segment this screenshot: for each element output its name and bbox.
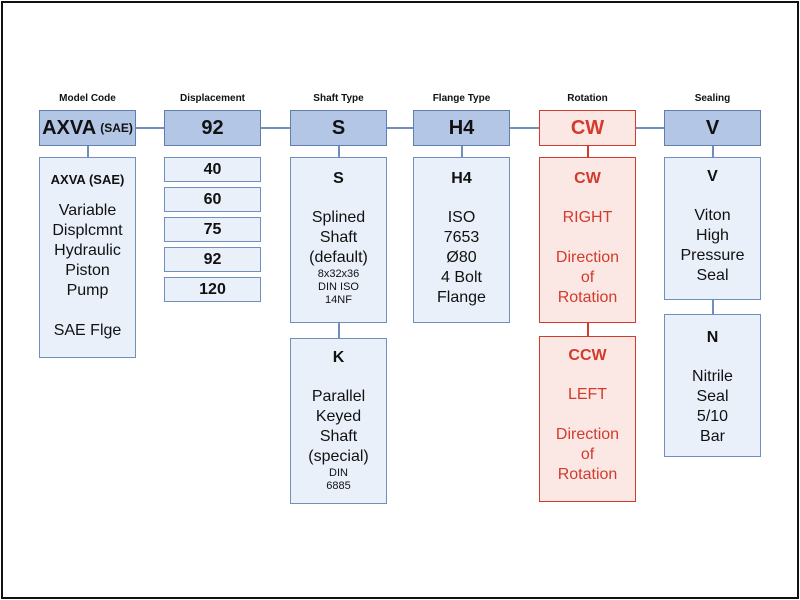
rotation-option-line: Direction [555,249,620,266]
flange-option-h4: H4 ISO 7653 Ø80 4 Bolt Flange [413,157,510,323]
sealing-option-line: Pressure [680,247,745,264]
rotation-option-cw: CW RIGHT Direction of Rotation [539,157,636,323]
shaft-option-spec: 6885 [326,480,351,492]
connector-h-5 [636,127,664,129]
shaft-option-line: Splined [311,209,366,226]
shaft-option-s: S Splined Shaft (default) 8x32x36 DIN IS… [290,157,387,323]
model-desc-line: Variable [58,202,117,219]
sealing-option-v: V Viton High Pressure Seal [664,157,761,300]
displacement-option: 60 [164,187,261,212]
displacement-option: 75 [164,217,261,242]
sealing-option-code: V [707,168,718,185]
sealing-option-line: Seal [696,388,729,405]
sealing-option-code: N [706,329,719,346]
header-flange-type: Flange Type [432,93,491,104]
rotation-option-code: CW [574,170,601,187]
connector-v-sealing [712,145,714,158]
model-desc-line: Piston [65,262,110,279]
header-shaft-type: Shaft Type [313,93,364,104]
rotation-option-direction: LEFT [567,386,608,403]
connector-h-1 [135,127,165,129]
shaft-option-k: K Parallel Keyed Shaft (special) DIN 688… [290,338,387,504]
sealing-option-line: Seal [696,267,729,284]
shaft-option-spec: 14NF [325,294,352,306]
shaft-option-line: (default) [309,249,368,266]
displacement-option: 120 [164,277,261,302]
sealing-option-n: N Nitrile Seal 5/10 Bar [664,314,761,457]
connector-v-sealing-2 [712,300,714,315]
shaft-option-spec: DIN ISO [318,281,359,293]
shaft-option-spec: 8x32x36 [317,268,360,280]
header-rotation: Rotation [567,93,608,104]
header-displacement: Displacement [179,93,246,104]
model-desc-line: Displcmnt [52,222,123,239]
code-rotation: CW [539,110,636,146]
rotation-option-ccw: CCW LEFT Direction of Rotation [539,336,636,502]
code-sealing: V [664,110,761,146]
connector-h-4 [510,127,539,129]
connector-v-flange [461,145,463,158]
flange-option-code: H4 [451,170,472,187]
flange-option-line: 4 Bolt [441,269,482,286]
connector-v-rotation-2 [587,323,589,337]
connector-v-rotation [587,145,589,158]
connector-h-2 [261,127,291,129]
code-displacement: 92 [164,110,261,146]
code-flange: H4 [413,110,510,146]
code-shaft: S [290,110,387,146]
header-model-code: Model Code [59,93,116,104]
shaft-option-line: Keyed [315,408,362,425]
shaft-option-line: Shaft [319,428,358,445]
displacement-option: 40 [164,157,261,182]
connector-v-model [87,145,89,158]
sealing-option-line: Nitrile [692,368,733,385]
model-desc-title: AXVA (SAE) [50,172,125,187]
code-model: AXVA(SAE) [39,110,136,146]
flange-option-line: Flange [437,289,486,306]
shaft-option-line: Parallel [311,388,366,405]
code-model-text: AXVA [42,116,97,139]
shaft-option-spec: DIN [329,467,348,479]
sealing-option-line: Bar [700,428,725,445]
header-sealing: Sealing [694,93,731,104]
model-desc-line: Pump [66,282,109,299]
connector-v-shaft-2 [338,323,340,339]
rotation-option-code: CCW [568,347,607,364]
shaft-option-code: K [332,349,345,366]
model-desc-flange: SAE Flge [53,322,122,339]
shaft-option-line: (special) [308,448,369,465]
sealing-option-line: High [696,227,729,244]
sealing-option-line: 5/10 [696,408,729,425]
shaft-option-line: Shaft [319,229,358,246]
rotation-option-line: of [580,269,595,286]
rotation-option-line: Direction [555,426,620,443]
model-desc-line: Hydraulic [54,242,121,259]
displacement-option: 92 [164,247,261,272]
rotation-option-line: of [580,446,595,463]
rotation-option-line: Rotation [557,466,618,483]
connector-v-shaft [338,145,340,158]
sealing-option-line: Viton [694,207,731,224]
flange-option-line: Ø80 [446,249,477,266]
model-description: AXVA (SAE) Variable Displcmnt Hydraulic … [39,157,136,358]
flange-option-line: ISO [447,209,476,226]
rotation-option-line: Rotation [557,289,618,306]
shaft-option-code: S [333,170,344,187]
flange-option-line: 7653 [443,229,480,246]
connector-h-3 [387,127,414,129]
code-model-suffix: (SAE) [100,121,133,135]
rotation-option-direction: RIGHT [562,209,613,226]
